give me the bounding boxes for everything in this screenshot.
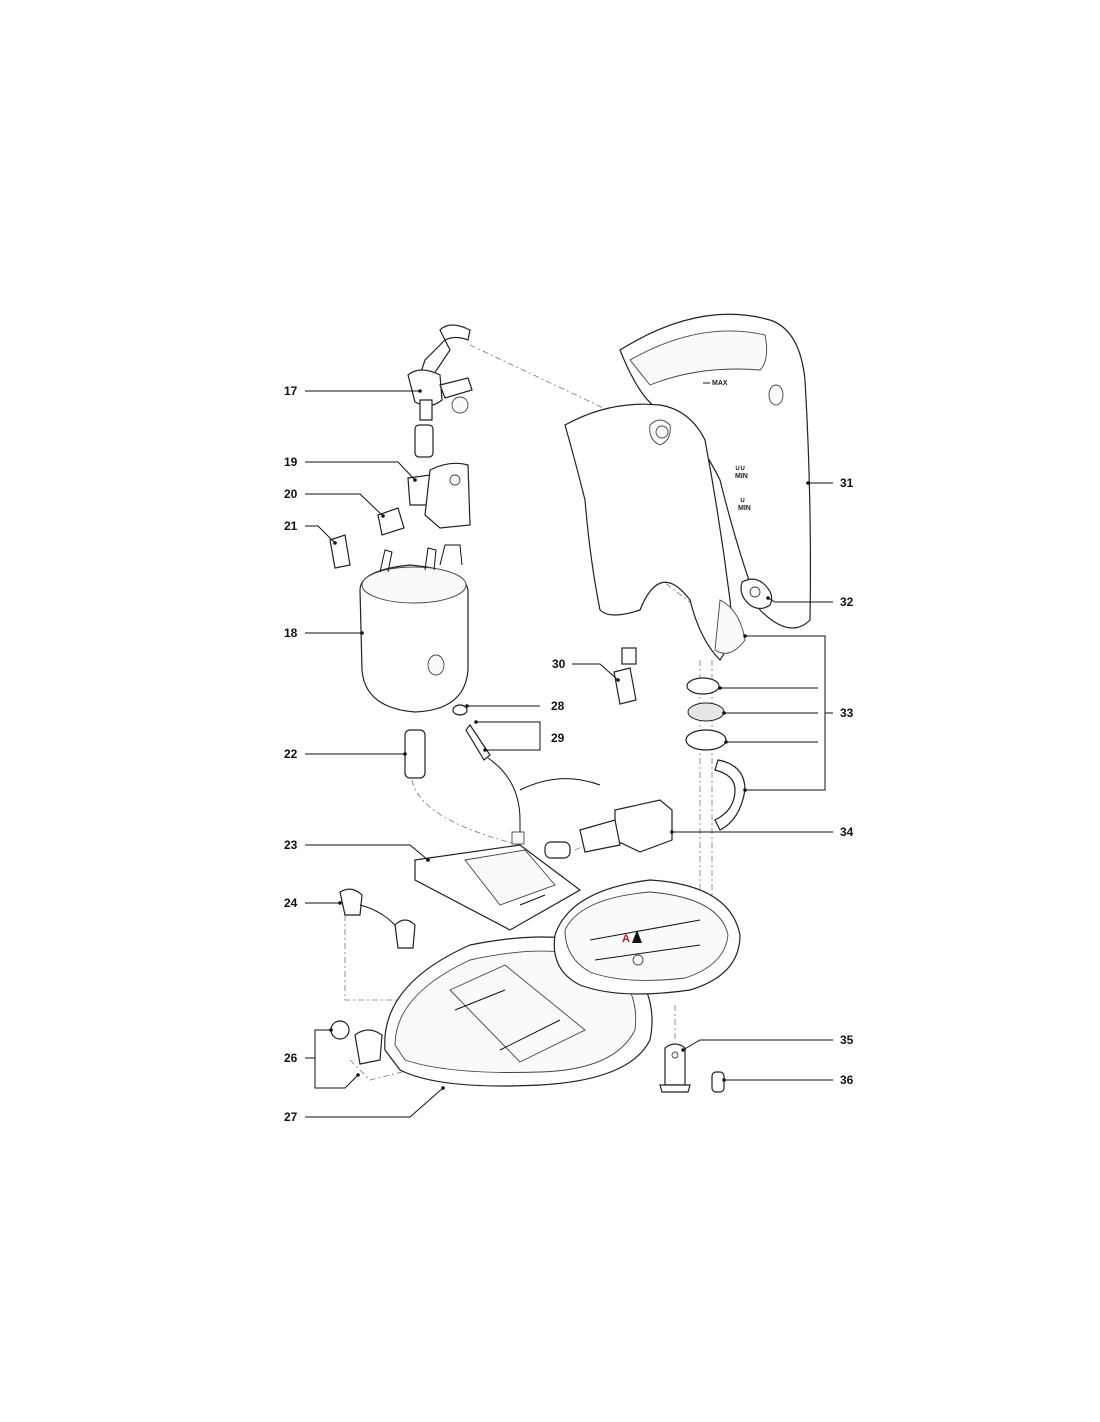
part-36-foot [711,1071,725,1093]
inner-front-panel [564,403,746,661]
svg-text:∪: ∪ [740,497,745,504]
part-26-fittings [330,1020,383,1065]
housing-min-double-mark: MIN [735,473,748,480]
part-21-clip [329,534,351,569]
part-17-steam-tap [407,324,473,421]
callout-17: 17 [284,384,298,398]
connector-tube [414,424,434,458]
callout-21: 21 [284,519,298,533]
callout-29: 29 [551,731,565,745]
callout-24: 24 [284,896,298,910]
callout-20: 20 [284,487,298,501]
part-32-valve [740,578,773,610]
part-22-tube [404,729,426,779]
drip-base-tray [553,879,741,995]
part-20-clip [377,507,405,536]
part-18-boiler [359,544,469,713]
callout-leaders [305,389,833,1118]
part-24-cable-clip [339,888,416,949]
part-35-hinge [659,1043,691,1093]
callout-26: 26 [284,1051,298,1065]
callout-32: 32 [840,595,854,609]
part-28-seal [452,704,468,716]
callout-36: 36 [840,1073,854,1087]
callout-labels: 17 19 20 21 18 22 23 24 26 27 30 28 29 3… [284,384,854,1124]
view-marker-a: A [622,930,642,945]
part-19-bracket [407,462,471,529]
callout-18: 18 [284,626,298,640]
part-31-outer-housing: MAX MIN MIN ∪∪ ∪ [619,313,812,629]
callout-22: 22 [284,747,298,761]
callout-19: 19 [284,455,298,469]
part-33-assembly [685,677,746,831]
callout-27: 27 [284,1110,298,1124]
callout-23: 23 [284,838,298,852]
part-30-switch [613,647,637,705]
housing-max-mark: MAX [712,380,728,387]
callout-35: 35 [840,1033,854,1047]
callout-34: 34 [840,825,854,839]
view-marker-letter: A [622,933,630,945]
callout-28: 28 [551,699,565,713]
housing-min-single-mark: MIN [738,505,751,512]
svg-text:∪∪: ∪∪ [735,465,745,472]
callout-30: 30 [552,657,566,671]
callout-31: 31 [840,476,854,490]
callout-33: 33 [840,706,854,720]
part-23-circuit-board [414,844,582,931]
part-34-pump [544,799,673,859]
